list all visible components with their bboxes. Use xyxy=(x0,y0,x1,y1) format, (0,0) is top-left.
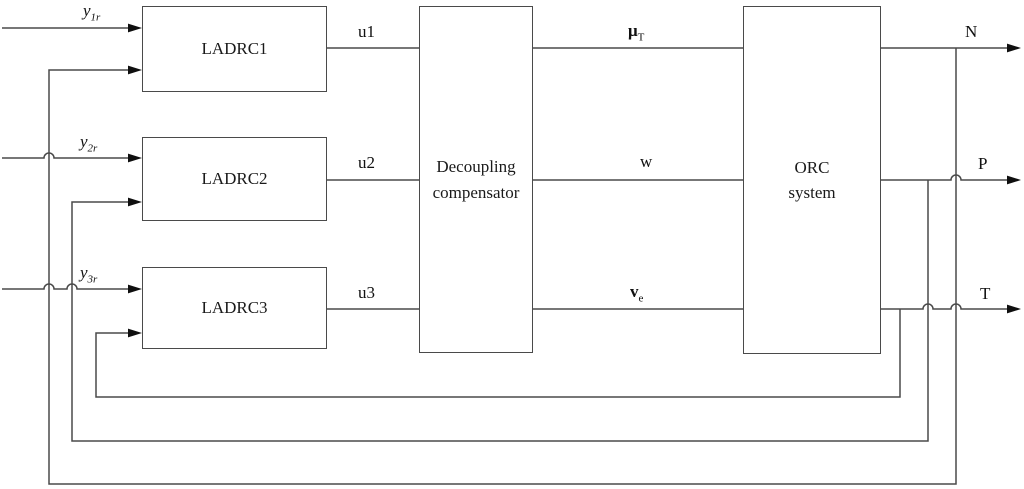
arrowhead-output-P xyxy=(1007,175,1021,185)
block-orc-label-line2: system xyxy=(788,183,836,202)
block-ladrc1: LADRC1 xyxy=(142,6,327,92)
block-decoupling-compensator: Decoupling compensator xyxy=(419,6,533,353)
wire-input-y3r xyxy=(2,283,128,290)
wire-feedback-T-to-ladrc3 xyxy=(95,309,901,398)
label-w-main: w xyxy=(640,152,653,171)
block-orc-label-line1: ORC xyxy=(794,157,830,177)
label-y1r: y1r xyxy=(83,1,101,24)
label-y3r-main: y xyxy=(80,263,88,282)
label-output-N: N xyxy=(965,22,978,41)
arrowhead-ladrc1-input1 xyxy=(128,23,142,33)
block-decoupling-label-line1: Decoupling xyxy=(436,157,516,176)
wire-feedback-N-to-ladrc1 xyxy=(48,48,957,485)
arrowhead-ladrc3-input2 xyxy=(128,328,142,338)
arrowhead-ladrc2-input2 xyxy=(128,197,142,207)
label-muT-sub: T xyxy=(637,31,645,44)
arrowhead-ladrc3-input1 xyxy=(128,284,142,294)
label-ve: ve xyxy=(630,282,644,305)
label-u2: u2 xyxy=(358,153,375,172)
block-ladrc3: LADRC3 xyxy=(142,267,327,349)
block-ladrc1-label: LADRC1 xyxy=(201,39,268,59)
label-ve-main: v xyxy=(630,282,639,301)
arrowhead-output-T xyxy=(1007,304,1021,314)
wire-feedback-P-to-ladrc2 xyxy=(71,180,929,442)
block-ladrc3-label: LADRC3 xyxy=(201,298,268,318)
label-y3r: y3r xyxy=(80,263,98,286)
label-muT: μT xyxy=(628,21,645,44)
label-u3: u3 xyxy=(358,283,375,302)
label-output-P: P xyxy=(978,154,988,173)
label-y2r-sub: 2r xyxy=(87,142,98,155)
label-y2r: y2r xyxy=(80,132,98,155)
label-y2r-main: y xyxy=(80,132,88,151)
label-ve-sub: e xyxy=(638,292,644,305)
wire-output-P xyxy=(881,174,1007,181)
arrowhead-output-N xyxy=(1007,43,1021,53)
label-y1r-sub: 1r xyxy=(90,11,101,24)
label-u1: u1 xyxy=(358,22,375,41)
label-output-T: T xyxy=(980,284,991,303)
label-y3r-sub: 3r xyxy=(87,273,98,286)
label-muT-main: μ xyxy=(628,21,638,40)
block-decoupling-label-line2: compensator xyxy=(432,182,520,202)
block-ladrc2: LADRC2 xyxy=(142,137,327,221)
block-orc-system: ORC system xyxy=(743,6,881,354)
wire-input-y2r xyxy=(2,152,128,159)
label-y1r-main: y xyxy=(83,1,91,20)
label-w: w xyxy=(640,152,652,172)
wire-output-T xyxy=(881,303,1007,310)
block-ladrc2-label: LADRC2 xyxy=(201,169,268,189)
arrowhead-ladrc1-input2 xyxy=(128,65,142,75)
arrowhead-ladrc2-input1 xyxy=(128,153,142,163)
